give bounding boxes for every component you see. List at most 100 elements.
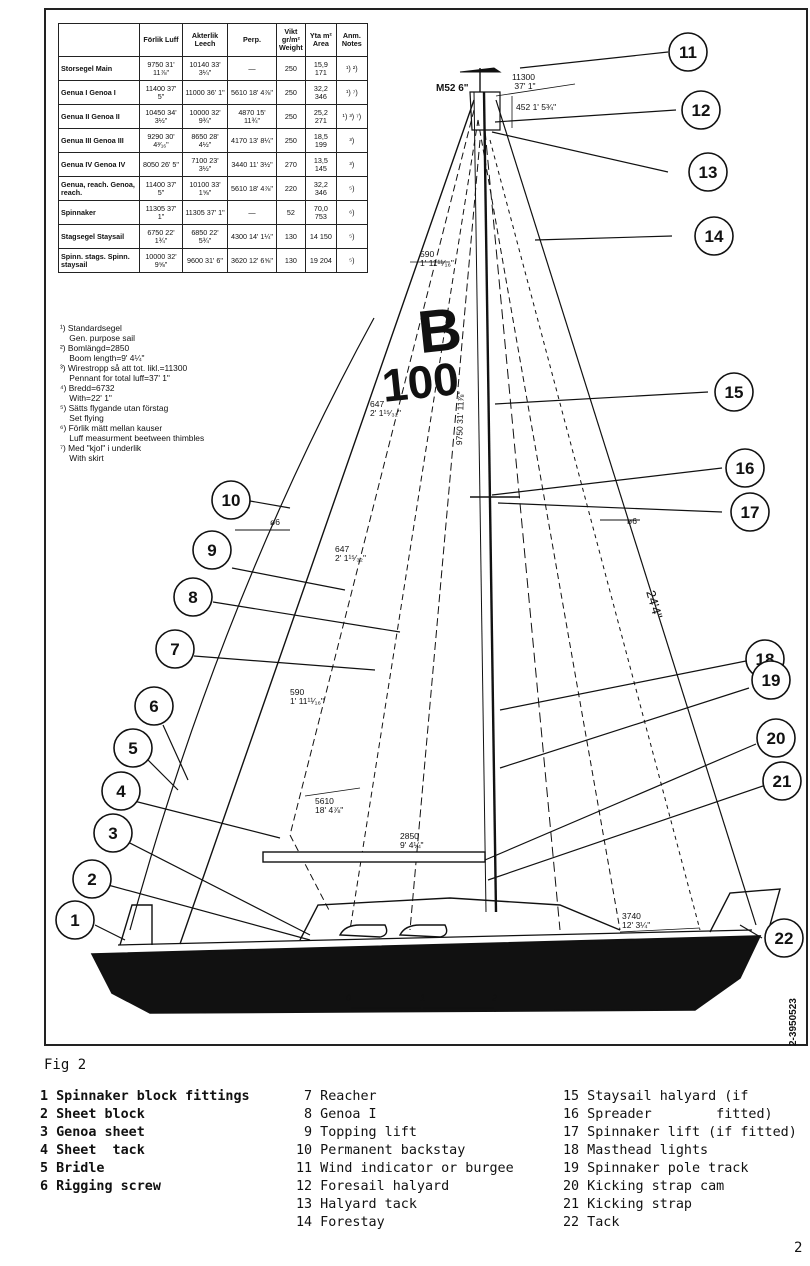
legend-item: 1 Spinnaker block fittings: [40, 1089, 250, 1104]
footnote-line: ²) Bomlängd=2850: [60, 343, 130, 353]
cell-perp: 5610 18' 4⅞": [227, 176, 277, 201]
footnote-line: ⁶) Förlik mätt mellan kauser: [60, 423, 163, 433]
cell-luff: 10450 34' 3½": [139, 104, 183, 129]
cell-weight: 250: [276, 80, 306, 105]
callout-circle: [134, 686, 174, 726]
cell-weight: 250: [276, 128, 306, 153]
callout-circle: [714, 372, 754, 412]
cell-area: 15,9 171: [304, 56, 337, 81]
callout-number: 17: [741, 503, 760, 522]
cell-perp: 3620 12' 6⅝": [227, 248, 277, 273]
mast: [482, 91, 498, 913]
scale-label-2: 2: [492, 993, 498, 1003]
callout-number: 3: [108, 824, 117, 843]
cell-name: Genua II Genoa II: [58, 104, 140, 129]
stern-pulpit: [709, 888, 781, 933]
legend-item: 4 Sheet tack: [40, 1143, 145, 1158]
callout-circle: [725, 448, 765, 488]
cell-name: Genua I Genoa I: [58, 80, 140, 105]
callout-number: 6: [149, 697, 158, 716]
scale-label-1: 1: [420, 993, 426, 1003]
callout-circle: [681, 90, 721, 130]
dim-masthead: 452 1' 5¾": [516, 102, 557, 112]
col-header-notes: Anm. Notes: [335, 23, 368, 57]
callout-number: 8: [188, 588, 197, 607]
cell-luff: 11400 37' 5": [139, 80, 183, 105]
callout-11: 11: [668, 32, 708, 72]
callout-circle: [113, 728, 153, 768]
legend-item: 10 Permanent backstay: [296, 1143, 466, 1158]
legend-item: 18 Masthead lights: [563, 1143, 709, 1158]
cell-leech: 9600 31' 6": [182, 248, 228, 273]
callout-number: 21: [773, 772, 792, 791]
callout-22: 22: [764, 918, 804, 958]
legend-item: 9 Topping lift: [296, 1125, 417, 1140]
callout-circle: [751, 660, 791, 700]
cell-area: 18,5 199: [304, 128, 337, 153]
legend-item: 3 Genoa sheet: [40, 1125, 145, 1140]
cell-notes: ⁶): [335, 200, 368, 225]
forestay: [179, 99, 475, 945]
spinnaker-outline: [129, 317, 375, 931]
callout-13: 13: [688, 152, 728, 192]
callout-circle: [101, 771, 141, 811]
cell-perp: 5610 18' 4⅞": [227, 80, 277, 105]
callout-circle: [688, 152, 728, 192]
callout-circle: [93, 813, 133, 853]
cell-perp: —: [227, 200, 277, 225]
cell-weight: 52: [276, 200, 306, 225]
genoa-outline: [289, 109, 475, 913]
cell-name: Spinnaker: [58, 200, 140, 225]
cell-notes: ¹) ²): [335, 56, 368, 81]
dim-sail-width-b: 647 2' 1¹⁵⁄₃₂": [335, 544, 366, 563]
cell-area: 19 204: [304, 248, 337, 273]
callout-circle: [668, 32, 708, 72]
document-number: 2-3950523: [788, 998, 799, 1046]
callout-6: 6: [134, 686, 174, 726]
callout-21: 21: [762, 761, 802, 801]
callout-9: 9: [192, 530, 232, 570]
callout-number: 20: [767, 729, 786, 748]
callout-number: 1: [70, 911, 79, 930]
wire-right: ø6: [627, 516, 637, 526]
cell-leech: 6850 22' 5¾": [182, 224, 228, 249]
col-header-luff: Förlik Luff: [139, 23, 183, 57]
callout-circle: [211, 480, 251, 520]
legend-item: 16 Spreader fitted): [563, 1107, 773, 1122]
callout-19: 19: [751, 660, 791, 700]
cell-luff: 11400 37' 5": [139, 176, 183, 201]
callout-number: 2: [87, 870, 96, 889]
callout-10: 10: [211, 480, 251, 520]
cell-luff: 8050 26' 5": [139, 152, 183, 177]
callout-12: 12: [681, 90, 721, 130]
callout-number: 15: [725, 383, 744, 402]
col-header-weight: Vikt gr/m² Weight: [276, 23, 306, 57]
bow-pulpit: [119, 904, 153, 946]
legend-item: 11 Wind indicator or burgee: [296, 1161, 514, 1176]
dim-genoa-perp: 5610 18' 4⅞": [315, 796, 344, 815]
dim-spreader-low: 590 1' 11¹¹⁄₁₆": [290, 687, 324, 706]
cell-name: Spinn. stags. Spinn. staysail: [58, 248, 140, 273]
sail-dimensions-table: Förlik Luff Akterlik Leech Perp. Vikt gr…: [58, 23, 368, 273]
cell-area: 13,5 145: [304, 152, 337, 177]
callout-number: 4: [116, 782, 126, 801]
callout-circle: [756, 718, 796, 758]
footnote-line: Pennant for total luff=37' 1": [60, 373, 170, 383]
dim-mast-length: 9750 31' 11⅞": [454, 391, 466, 446]
footnote-line: Luff measurment beetween thimbles: [60, 433, 205, 443]
callout-number: 5: [128, 739, 137, 758]
scale-label-0: 0: [346, 993, 352, 1003]
dim-base: 3740 12' 3¼": [622, 911, 651, 930]
col-header-area: Yta m² Area: [304, 23, 337, 57]
col-header-sail: [58, 23, 140, 57]
legend-item: 21 Kicking strap: [563, 1197, 692, 1212]
callout-circle: [762, 761, 802, 801]
cell-name: Genua III Genoa III: [58, 128, 140, 153]
cell-area: 70,0 753: [304, 200, 337, 225]
cell-perp: 4170 13' 8¼": [227, 128, 277, 153]
cell-leech: 11305 37' 1": [182, 200, 228, 225]
cell-area: 32,2 346: [304, 80, 337, 105]
